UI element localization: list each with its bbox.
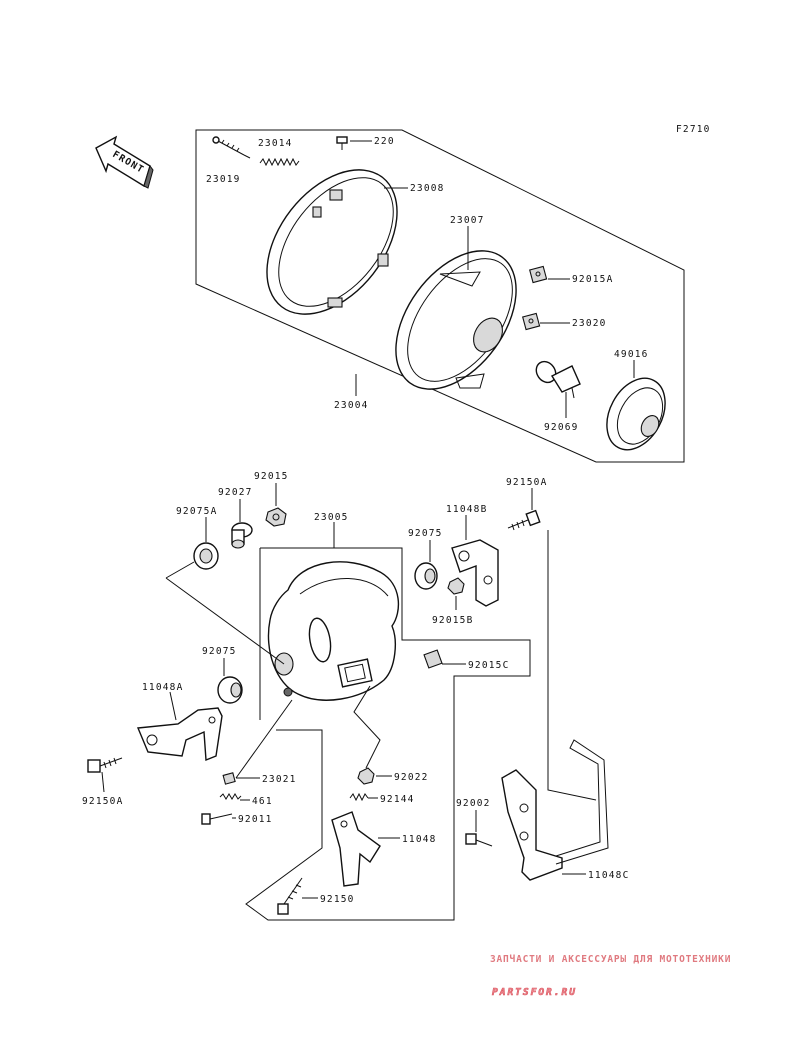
callout-92015: 92015: [254, 471, 289, 482]
callout-23019: 23019: [206, 174, 241, 185]
callout-49016: 49016: [614, 349, 649, 360]
screw-92011-icon: [201, 813, 233, 825]
headlight-housing-23005-icon: [267, 561, 400, 701]
callout-23004: 23004: [334, 400, 369, 411]
watermark-subtitle: ЗАПЧАСТИ И АКСЕССУАРЫ ДЛЯ МОТОТЕХНИКИ: [490, 954, 731, 965]
nut-92015B-icon: [447, 577, 465, 595]
callout-92015B: 92015B: [432, 615, 474, 626]
callout-23007: 23007: [450, 215, 485, 226]
nut-92022-icon: [357, 767, 375, 785]
bracket-11048C-icon: [501, 739, 609, 881]
assembly-boundary-23004: [195, 129, 685, 463]
bolt-92002-icon: [465, 833, 493, 847]
bulb-92069-icon: [535, 360, 581, 404]
dust-boot-49016-icon: [606, 377, 666, 451]
headlight-rim-23008-icon: [266, 169, 398, 315]
callout-92069: 92069: [544, 422, 579, 433]
spring-461-icon: [219, 793, 242, 800]
grommet-92075-left-icon: [217, 676, 243, 704]
callout-11048: 11048: [402, 834, 437, 845]
assembly-boundary-23005: [260, 547, 403, 574]
grommet-92075A-icon: [193, 542, 219, 570]
bracket-11048A-icon: [136, 707, 223, 762]
nut-92015-icon: [265, 507, 287, 527]
callout-92075-left: 92075: [202, 646, 237, 657]
screw-220-icon: [336, 136, 348, 150]
nut-92015C-icon: [423, 649, 443, 669]
callout-92027: 92027: [218, 487, 253, 498]
front-direction-arrow-icon: FRONT: [95, 135, 154, 189]
callout-92011: 92011: [238, 814, 273, 825]
screw-23019-icon: [212, 136, 245, 156]
bracket-11048-icon: [331, 811, 381, 887]
spring-23014-icon: [259, 157, 300, 167]
callout-23008: 23008: [410, 183, 445, 194]
callout-11048B: 11048B: [446, 504, 488, 515]
callout-23020: 23020: [572, 318, 607, 329]
callout-92015C: 92015C: [468, 660, 510, 671]
bolt-92150A-top-icon: [507, 509, 541, 531]
top-group-leaders: [243, 140, 635, 418]
callout-92022: 92022: [394, 772, 429, 783]
callout-461: 461: [252, 796, 273, 807]
watermark-brand: PARTSFOR.RU: [492, 987, 577, 998]
callout-92144: 92144: [380, 794, 415, 805]
callout-23021: 23021: [262, 774, 297, 785]
callout-92015A: 92015A: [572, 274, 614, 285]
bolt-92150A-bottom-icon: [87, 757, 123, 773]
callout-92075A: 92075A: [176, 506, 218, 517]
mounting-boundary: [245, 574, 531, 921]
callout-92150A-top: 92150A: [506, 477, 548, 488]
callout-92150A-bottom: 92150A: [82, 796, 124, 807]
bottom-group-leaders: [101, 483, 586, 899]
headlight-unit-23007-icon: [395, 250, 517, 390]
bracket-11048B-icon: [451, 539, 499, 607]
grommet-92075-top-icon: [414, 562, 438, 590]
nut-23021-icon: [222, 772, 236, 785]
callout-11048A: 11048A: [142, 682, 184, 693]
callout-220: 220: [374, 136, 395, 147]
figure-code: F2710: [676, 124, 711, 135]
collar-92027-icon: [231, 522, 253, 549]
callout-92150: 92150: [320, 894, 355, 905]
spring-92144-icon: [349, 792, 369, 802]
callout-11048C: 11048C: [588, 870, 630, 881]
callout-92075-top: 92075: [408, 528, 443, 539]
bolt-92150-icon: [277, 877, 303, 915]
callout-23014: 23014: [258, 138, 293, 149]
nut-23020-icon: [522, 312, 541, 331]
callout-23005: 23005: [314, 512, 349, 523]
nut-92015A-icon: [529, 265, 548, 284]
callout-92002: 92002: [456, 798, 491, 809]
